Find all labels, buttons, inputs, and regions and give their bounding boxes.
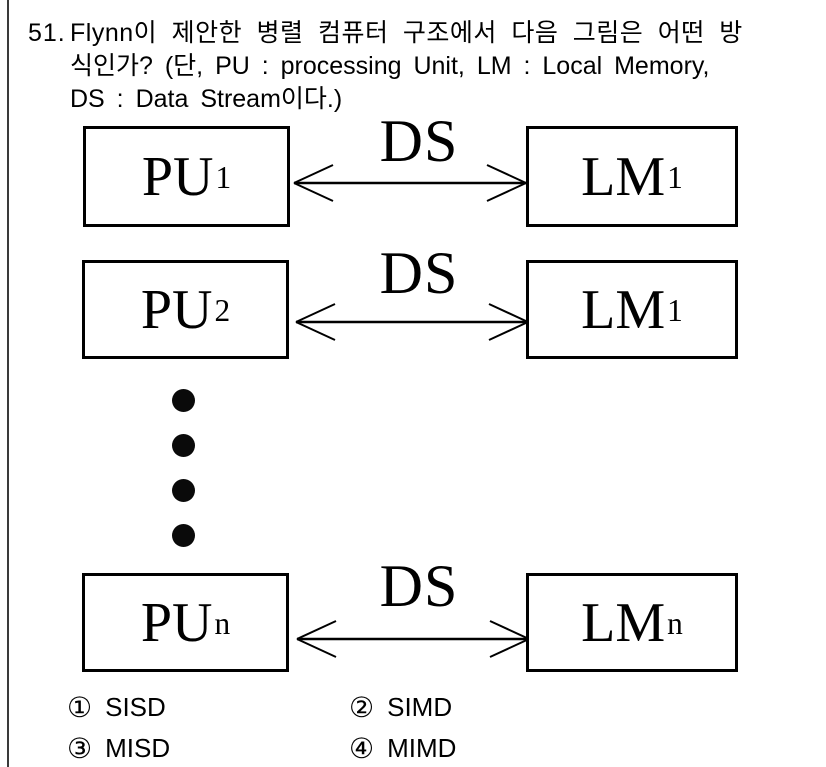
lmn-subscript: n	[667, 605, 683, 641]
lm1-subscript: 1	[667, 159, 683, 195]
ellipsis-dot	[172, 524, 195, 547]
pu2-subscript: 2	[214, 292, 231, 328]
option-2: ② SIMD	[349, 692, 452, 723]
option-4: ④ MIMD	[349, 733, 456, 764]
ds-label-row1: DS	[379, 108, 459, 174]
option-4-circle-number: ④	[349, 732, 375, 764]
question-text-line-2: 식인가? (단, PU : processing Unit, LM : Loca…	[70, 52, 710, 80]
pu2-label: PU	[140, 278, 213, 341]
option-3-label: MISD	[105, 733, 171, 763]
option-1-label: SISD	[105, 692, 166, 722]
ds-label-row2: DS	[379, 240, 459, 306]
lm2-subscript: 1	[667, 292, 683, 328]
double-arrow-row3	[296, 620, 530, 658]
question-number: 51.	[28, 19, 66, 47]
lmn-label: LM	[581, 591, 666, 654]
ellipsis-dot	[172, 479, 195, 502]
double-arrow-row2	[295, 303, 529, 341]
option-4-label: MIMD	[387, 733, 457, 763]
option-3: ③ MISD	[67, 733, 170, 764]
lm1-label: LM	[581, 145, 666, 208]
option-1-circle-number: ①	[67, 691, 93, 723]
pu1-label: PU	[141, 145, 214, 208]
option-1: ① SISD	[67, 692, 166, 723]
option-2-circle-number: ②	[349, 691, 375, 723]
left-column-rule	[7, 0, 9, 767]
option-2-label: SIMD	[387, 692, 453, 722]
pun-label: PU	[140, 591, 213, 654]
ds-label-row3: DS	[379, 553, 459, 619]
question-text-line-1: Flynn이 제안한 병렬 컴퓨터 구조에서 다음 그림은 어떤 방	[70, 19, 743, 47]
double-arrow-row1	[293, 164, 527, 202]
question-text-line-3: DS : Data Stream이다.)	[70, 85, 343, 113]
pu1-subscript: 1	[215, 159, 232, 195]
ellipsis-dot	[172, 389, 195, 412]
option-3-circle-number: ③	[67, 732, 93, 764]
pun-subscript: n	[214, 605, 231, 641]
lm2-label: LM	[581, 278, 666, 341]
ellipsis-dot	[172, 434, 195, 457]
